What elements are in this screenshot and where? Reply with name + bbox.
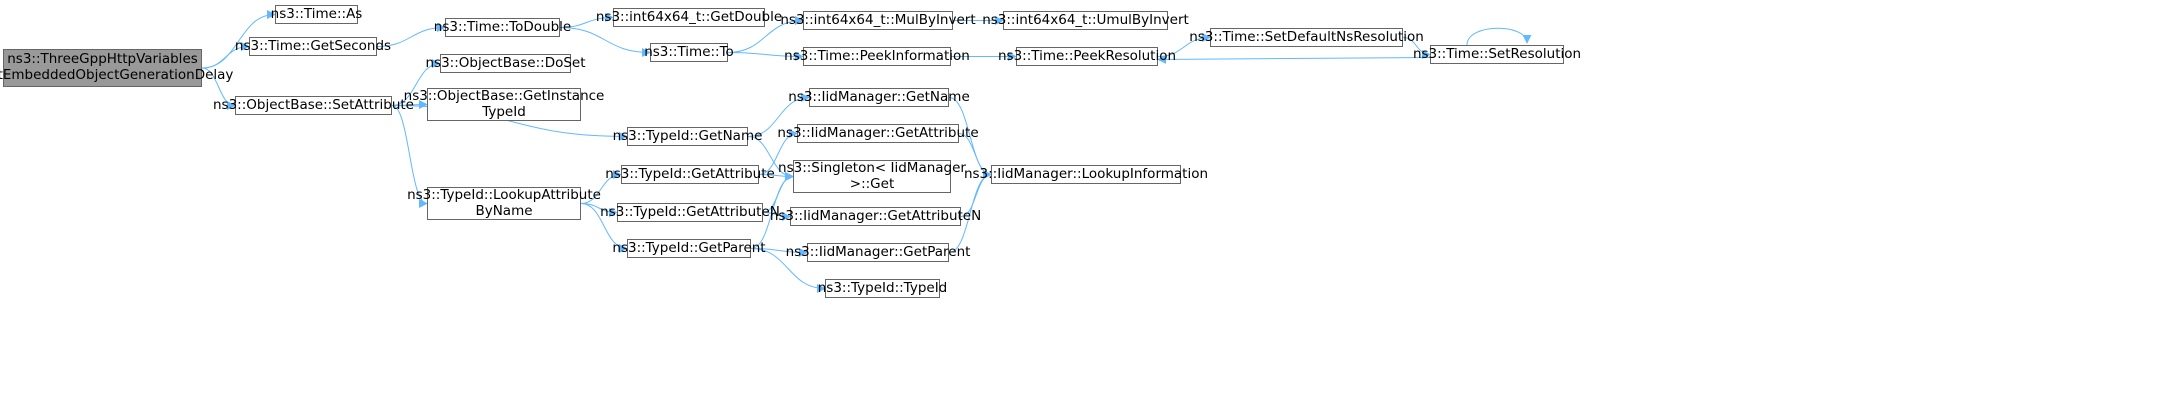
node-label-iid-getname: ns3::IidManager::GetName [788,88,970,105]
node-int64-umulbyinvert[interactable]: ns3::int64x64_t::UmulByInvert [982,11,1189,30]
node-singleton-get[interactable]: ns3::Singleton< IidManager >::Get [778,160,966,193]
edge-root-to-objectbase_setattribute [201,67,236,110]
node-iid-getattribute[interactable]: ns3::IidManager::GetAttribute [777,124,979,143]
node-label-time-setresolution: ns3::Time::SetResolution [1412,45,1582,62]
edge-typeid_getname-to-iid_getname [747,93,810,137]
node-label-typeid-lookupattributebyname: ns3::TypeId::LookupAttribute ByName [407,186,601,219]
edge-time_to-to-time_peekinformation [727,51,804,61]
edge-time_setresolution-to-time_peekresolution [1157,54,1431,64]
node-label-iid-lookupinformation: ns3::IidManager::LookupInformation [963,165,1209,182]
node-label-typeid-getparent: ns3::TypeId::GetParent [612,239,766,256]
node-time-peekinformation[interactable]: ns3::Time::PeekInformation [784,47,970,66]
node-iid-getattributen[interactable]: ns3::IidManager::GetAttributeN [770,207,981,226]
node-label-int64-getdouble: ns3::int64x64_t::GetDouble [595,8,783,25]
node-time-as[interactable]: ns3::Time::As [271,5,362,24]
edge-objectbase_setattribute-to-typeid_lookupattributebyname [391,105,428,208]
edge-typeid_lookupattributebyname-to-typeid_getparent [580,203,628,253]
node-label-objectbase-setattribute: ns3::ObjectBase::SetAttribute [213,96,414,113]
node-label-int64-mulbyinvert: ns3::int64x64_t::MulByInvert [780,11,976,28]
edge-typeid_getparent-to-singleton_get [750,172,794,249]
node-typeid-getattributen[interactable]: ns3::TypeId::GetAttributeN [600,203,780,222]
node-typeid-getattribute[interactable]: ns3::TypeId::GetAttribute [605,165,775,184]
node-label-time-todouble: ns3::Time::ToDouble [433,18,572,35]
edge-time_to-to-int64_mulbyinvert [727,16,804,53]
node-time-setresolution[interactable]: ns3::Time::SetResolution [1413,45,1581,64]
node-iid-lookupinformation[interactable]: ns3::IidManager::LookupInformation [964,165,1208,184]
node-typeid-typeid[interactable]: ns3::TypeId::TypeId [818,279,947,298]
node-typeid-lookupattributebyname[interactable]: ns3::TypeId::LookupAttribute ByName [407,187,601,220]
node-objectbase-setattribute[interactable]: ns3::ObjectBase::SetAttribute [213,96,414,115]
node-label-time-peekresolution: ns3::Time::PeekResolution [997,47,1177,64]
node-objectbase-doset[interactable]: ns3::ObjectBase::DoSet [425,54,586,73]
edge-time_todouble-to-time_to [559,27,651,57]
node-int64-mulbyinvert[interactable]: ns3::int64x64_t::MulByInvert [780,11,976,30]
node-root: ns3::ThreeGppHttpVariables ::SetEmbedded… [0,49,233,87]
edge-typeid_lookupattributebyname-to-typeid_getattribute [580,170,622,204]
edge-objectbase_setattribute-to-objectbase_doset [391,59,441,106]
edge-time_getseconds-to-time_todouble [376,23,446,47]
node-typeid-getname[interactable]: ns3::TypeId::GetName [613,127,762,146]
node-label-root: ns3::ThreeGppHttpVariables ::SetEmbedded… [0,51,234,83]
node-label-time-as: ns3::Time::As [270,5,363,22]
node-label-time-peekinformation: ns3::Time::PeekInformation [784,47,970,64]
node-iid-getparent[interactable]: ns3::IidManager::GetParent [786,243,970,262]
node-label-int64-umulbyinvert: ns3::int64x64_t::UmulByInvert [982,11,1189,28]
node-label-typeid-typeid: ns3::TypeId::TypeId [817,279,948,296]
node-label-iid-getattribute: ns3::IidManager::GetAttribute [777,124,979,141]
node-label-typeid-getattribute: ns3::TypeId::GetAttribute [605,165,775,182]
node-label-time-setdefaultnsresolution: ns3::Time::SetDefaultNsResolution [1189,28,1424,45]
edge-typeid_getparent-to-typeid_typeid [750,248,826,293]
node-label-time-to: ns3::Time::To [644,43,734,60]
edge-iid_getparent-to-iid_lookupinformation [948,170,992,253]
node-typeid-getparent[interactable]: ns3::TypeId::GetParent [612,239,766,258]
node-objectbase-getinstancetypeid[interactable]: ns3::ObjectBase::GetInstance TypeId [404,88,604,121]
node-label-iid-getparent: ns3::IidManager::GetParent [785,243,971,260]
node-time-peekresolution[interactable]: ns3::Time::PeekResolution [998,47,1176,66]
edge-typeid_getattributen-to-iid_getattributen [762,211,791,221]
edge-root-to-time_getseconds [201,42,250,69]
node-label-singleton-get: ns3::Singleton< IidManager >::Get [778,159,966,192]
node-label-time-getseconds: ns3::Time::GetSeconds [234,37,392,54]
node-time-to[interactable]: ns3::Time::To [644,43,734,62]
node-int64-getdouble[interactable]: ns3::int64x64_t::GetDouble [596,8,782,27]
node-label-typeid-getattributen: ns3::TypeId::GetAttributeN [600,203,780,220]
node-time-setdefaultnsresolution[interactable]: ns3::Time::SetDefaultNsResolution [1189,28,1424,47]
node-label-objectbase-doset: ns3::ObjectBase::DoSet [425,54,586,71]
node-time-getseconds[interactable]: ns3::Time::GetSeconds [235,37,391,56]
node-time-todouble[interactable]: ns3::Time::ToDouble [434,18,571,37]
edge-typeid_getattribute-to-iid_getattribute [758,129,798,175]
node-iid-getname[interactable]: ns3::IidManager::GetName [788,88,970,107]
edge-time_setdefaultnsresolution-to-time_setresolution [1402,37,1431,59]
edge-time_setresolution-to-time_setresolution [1466,27,1532,46]
node-label-typeid-getname: ns3::TypeId::GetName [612,127,763,144]
node-label-iid-getattributen: ns3::IidManager::GetAttributeN [769,207,982,224]
node-label-objectbase-getinstancetypeid: ns3::ObjectBase::GetInstance TypeId [403,87,605,120]
